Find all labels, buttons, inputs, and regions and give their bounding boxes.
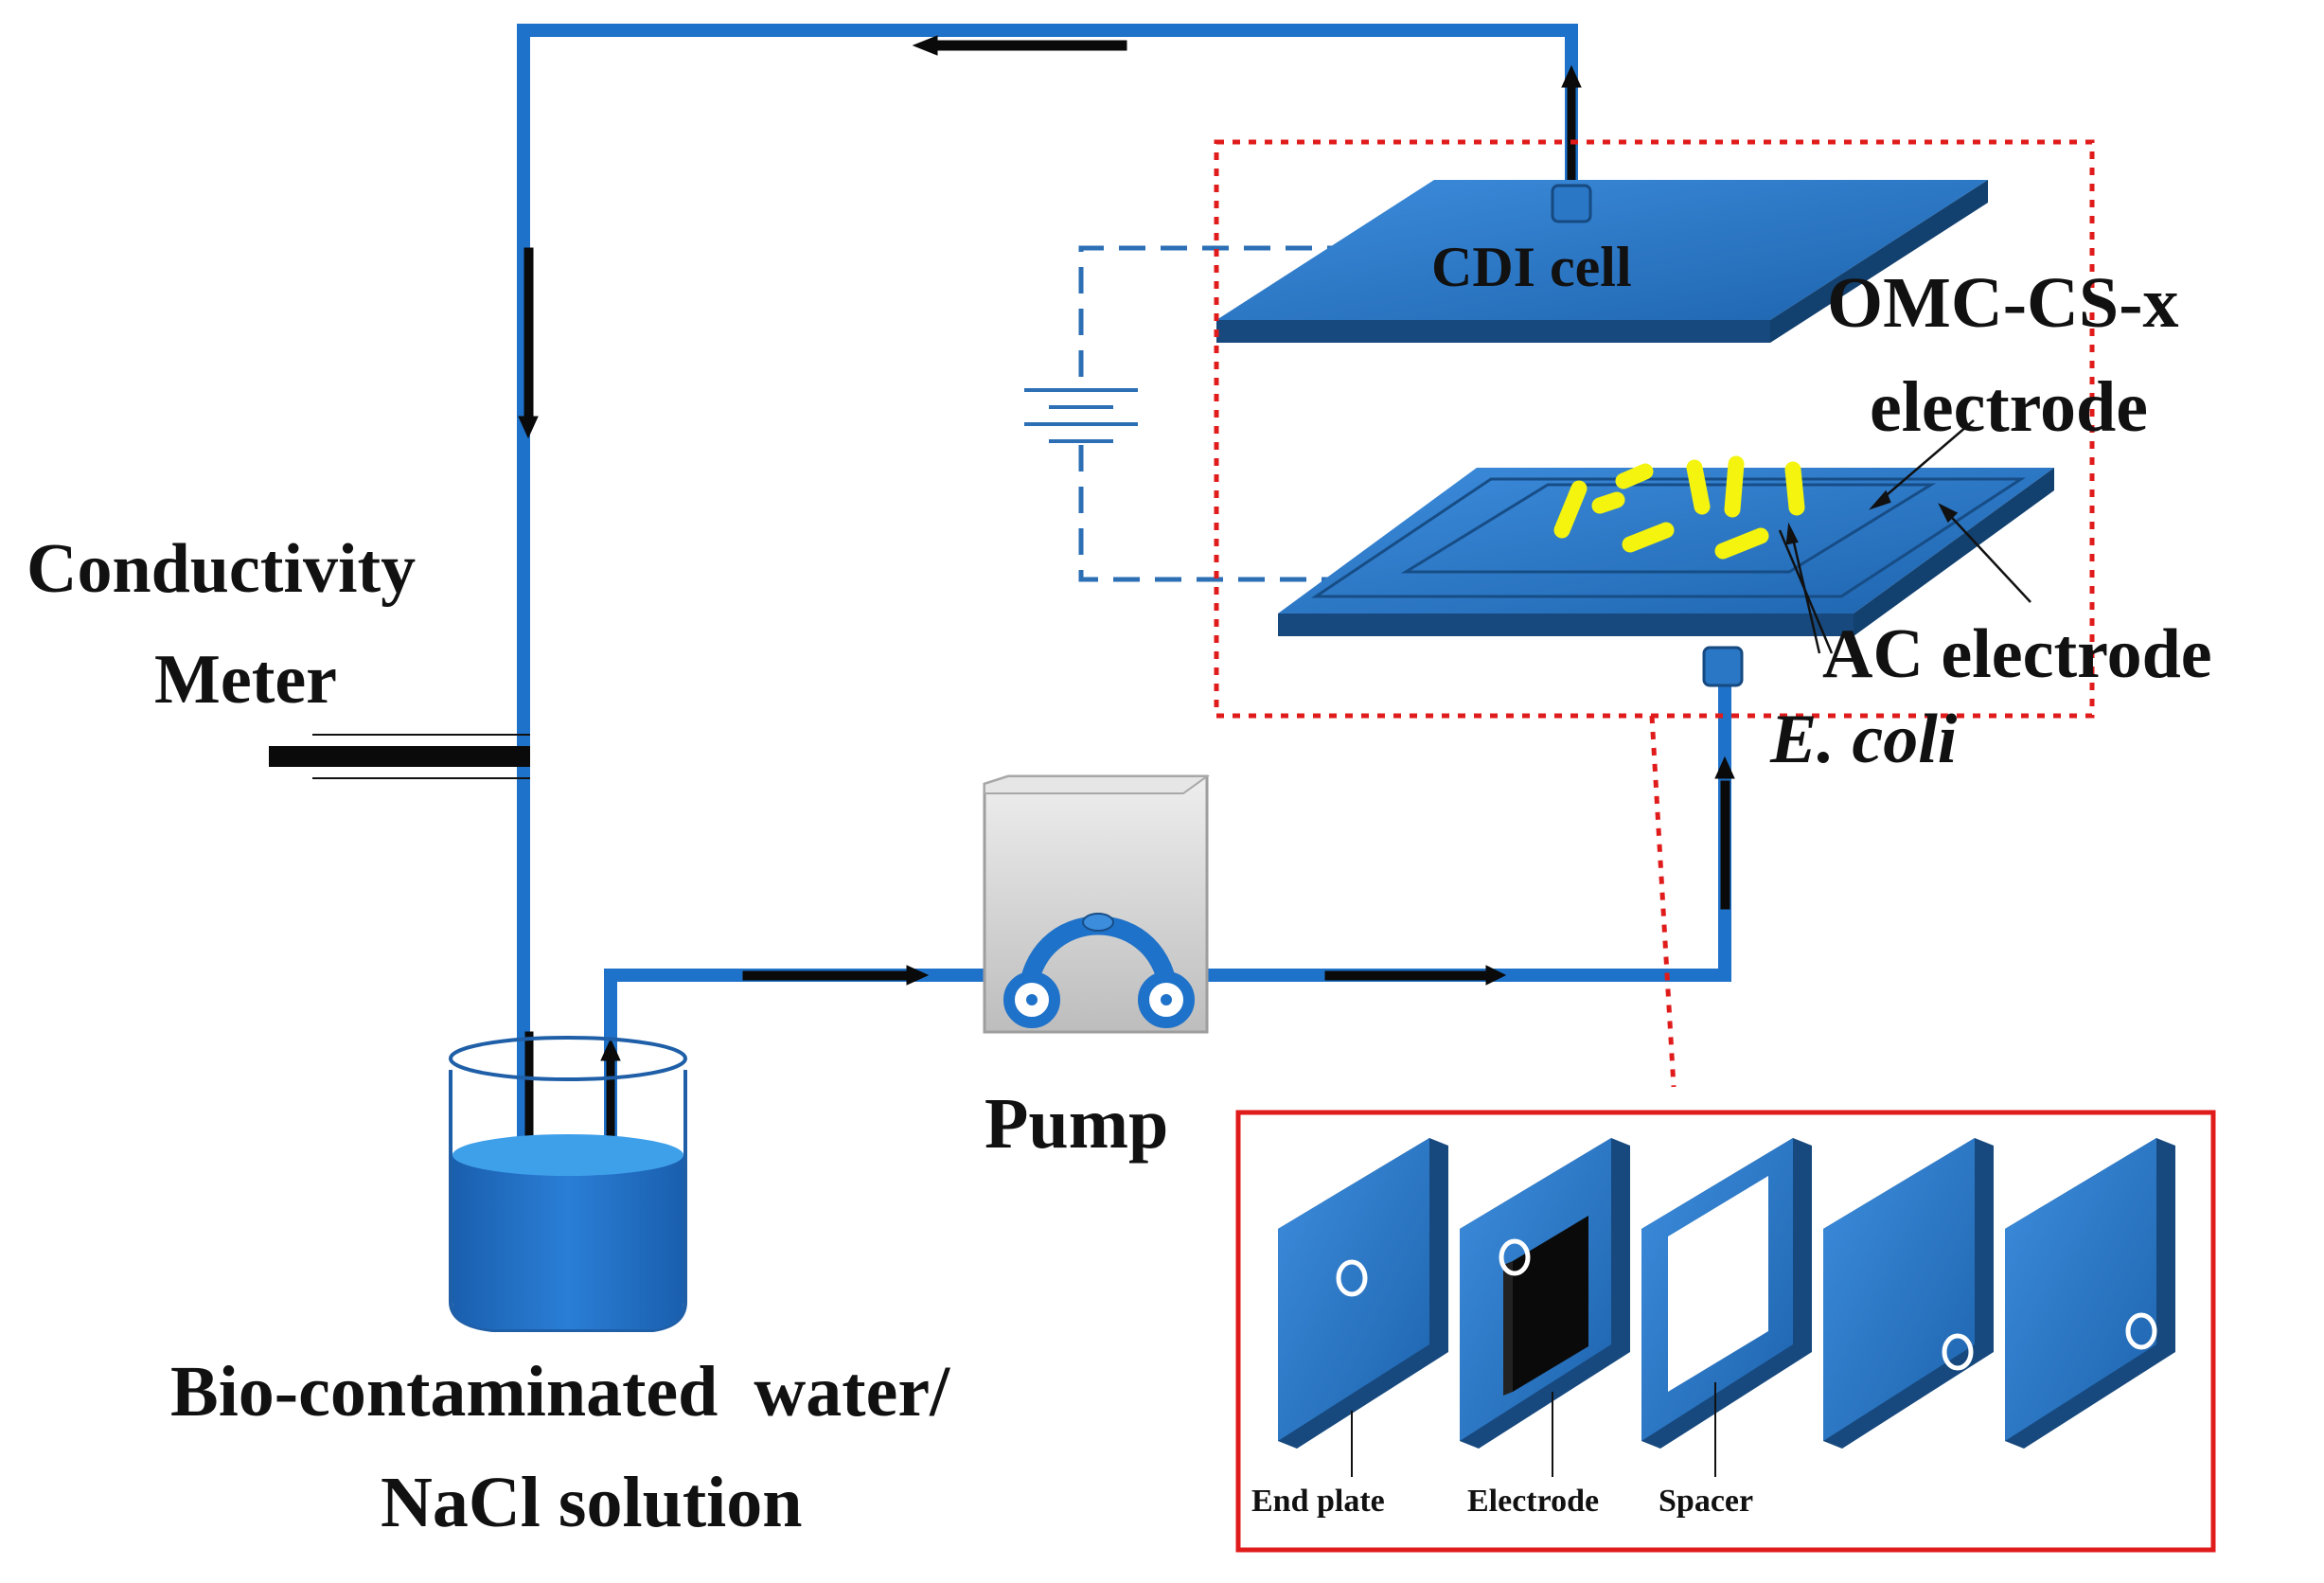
omc-electrode-label-line1: OMC-CS-x bbox=[1827, 263, 2179, 343]
conductivity-meter-probe bbox=[269, 734, 530, 779]
conductivity-label-line1: Conductivity bbox=[27, 530, 416, 608]
cdi-top-plate bbox=[1216, 180, 1988, 343]
power-supply bbox=[1024, 245, 1354, 582]
water-label-line1: Bio-contaminated water/ bbox=[170, 1352, 950, 1432]
cdi-bottom-plate bbox=[1278, 468, 2054, 687]
exploded-end-plate-left bbox=[1278, 1138, 1448, 1449]
conductivity-label-line2: Meter bbox=[154, 641, 337, 719]
spacer-label: Spacer bbox=[1659, 1484, 1753, 1519]
pump bbox=[983, 774, 1211, 1034]
ecoli-bacteria bbox=[1553, 455, 1805, 560]
exploded-electrode bbox=[1460, 1138, 1630, 1449]
omc-electrode-label-line2: electrode bbox=[1870, 367, 2148, 447]
text-labels: Conductivity Meter CDI cell OMC-CS-x ele… bbox=[27, 236, 2212, 1542]
electrode-label: Electrode bbox=[1467, 1484, 1599, 1519]
ac-electrode-label: AC electrode bbox=[1822, 615, 2212, 693]
cdi-cell-label: CDI cell bbox=[1431, 236, 1632, 298]
ecoli-label: E. coli bbox=[1769, 701, 1958, 778]
leader-lines bbox=[1778, 419, 2031, 654]
exploded-plate-4 bbox=[1823, 1138, 1994, 1449]
exploded-view bbox=[1235, 1110, 2216, 1553]
cdi-zoom-box bbox=[1214, 139, 2095, 1088]
water-label-line2: NaCl solution bbox=[381, 1463, 803, 1542]
exploded-end-plate-right bbox=[2005, 1138, 2175, 1449]
pump-outlet-tube bbox=[1179, 682, 1731, 982]
pump-label: Pump bbox=[985, 1084, 1168, 1164]
beaker bbox=[449, 1036, 687, 1332]
exploded-spacer bbox=[1641, 1138, 1812, 1449]
end-plate-label: End plate bbox=[1251, 1484, 1385, 1519]
